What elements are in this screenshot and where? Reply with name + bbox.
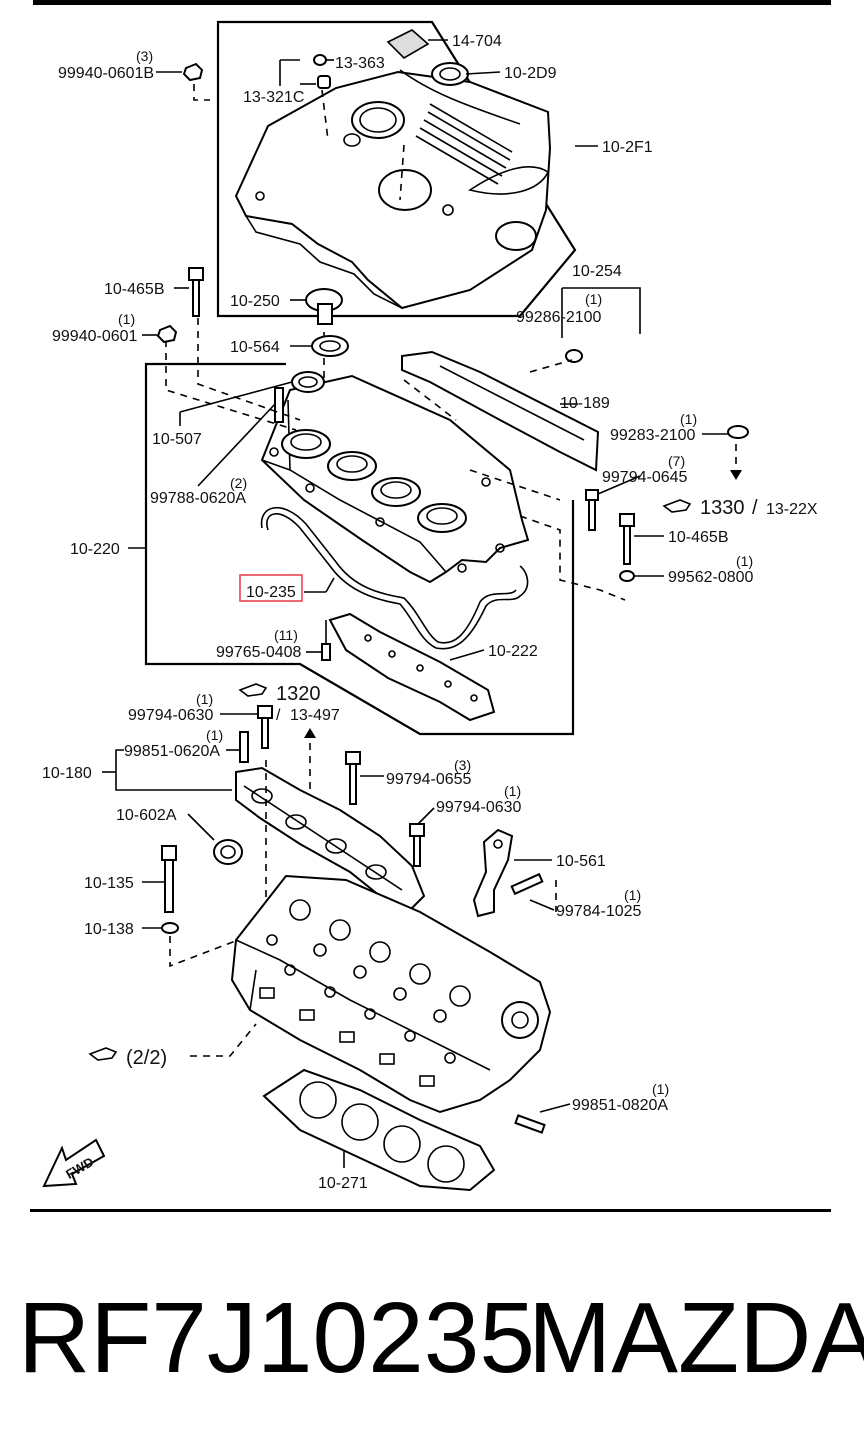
label-10-180: 10-180	[42, 765, 92, 782]
label-99784-1025: 99784-1025	[556, 903, 642, 920]
bottom-rule	[30, 1209, 831, 1212]
label-99794-0655: 99794-0655	[386, 771, 472, 788]
svg-text:/: /	[276, 707, 281, 724]
label-14-704: 14-704	[452, 33, 502, 50]
label-10-271: 10-271	[318, 1175, 368, 1192]
pointing-hand-icon	[88, 1047, 118, 1061]
pointing-hand-icon	[238, 683, 268, 697]
head-gasket: 10-271	[262, 1068, 496, 1192]
qty-99286-2100: (1)	[585, 291, 602, 307]
brand-name: MAZDA	[528, 1282, 864, 1394]
label-99788-0620A: 99788-0620A	[150, 490, 246, 507]
hose-group: 10-254 (1) 99286-2100 10-189 (1) 99283-2…	[401, 263, 818, 586]
label-10-189: 10-189	[560, 395, 610, 412]
ref-1330: 1330	[700, 497, 745, 519]
cylinder-head: (2/2) (1) 99851-0820A	[88, 874, 669, 1134]
qty-99851-0820A: (1)	[652, 1081, 669, 1097]
qty-99784-1025: (1)	[624, 887, 641, 903]
label-10-507: 10-507	[152, 431, 202, 448]
pointing-hand-icon	[662, 499, 692, 513]
part-number: RF7J10235	[18, 1282, 535, 1394]
ref-2-2: (2/2)	[126, 1047, 167, 1069]
label-99940-0601: 99940-0601	[52, 328, 138, 345]
top-rule	[33, 0, 831, 5]
label-10-561: 10-561	[556, 853, 606, 870]
label-99283-2100: 99283-2100	[610, 427, 696, 444]
engine-cover-group	[182, 20, 577, 318]
qty-99940-0601B: (3)	[136, 48, 153, 64]
cover-labels: 14-704 10-2D9 13-363 13-321C (3) 99940-0…	[58, 33, 653, 156]
label-10-465B-upper: 10-465B	[104, 281, 165, 298]
ref-13-497: 13-497	[290, 707, 340, 724]
manifold-group: 1320 / 13-497 (1) 99794-0630 (1) 99851-0…	[42, 683, 642, 968]
label-99562-0800: 99562-0800	[668, 569, 754, 586]
label-10-254: 10-254	[572, 263, 622, 280]
label-10-138: 10-138	[84, 921, 134, 938]
label-10-602A: 10-602A	[116, 807, 177, 824]
label-10-564: 10-564	[230, 339, 280, 356]
label-10-135: 10-135	[84, 875, 134, 892]
ref-13-22X: 13-22X	[766, 501, 818, 518]
fwd-arrow-icon: FWD	[42, 1138, 106, 1188]
qty-99794-0630-b: (1)	[504, 783, 521, 799]
label-99286-2100: 99286-2100	[516, 309, 602, 326]
label-10-222: 10-222	[488, 643, 538, 660]
qty-99794-0645: (7)	[668, 453, 685, 469]
label-99940-0601B: 99940-0601B	[58, 65, 154, 82]
left-fasteners: 10-465B (1) 99940-0601 10-250 10-564 10-…	[52, 267, 538, 661]
label-99794-0630-b: 99794-0630	[436, 799, 522, 816]
label-13-321C: 13-321C	[243, 89, 304, 106]
qty-99765-0408: (11)	[274, 627, 298, 643]
label-10-220: 10-220	[70, 541, 120, 558]
qty-99851-0620A: (1)	[206, 727, 223, 743]
label-99794-0645: 99794-0645	[602, 469, 688, 486]
qty-99788-0620A: (2)	[230, 475, 247, 491]
qty-99794-0630-a: (1)	[196, 691, 213, 707]
qty-99283-2100: (1)	[680, 411, 697, 427]
label-99851-0820A: 99851-0820A	[572, 1097, 668, 1114]
ref-1320: 1320	[276, 683, 321, 705]
label-10-2D9: 10-2D9	[504, 65, 557, 82]
qty-99562-0800: (1)	[736, 553, 753, 569]
qty-99940-0601: (1)	[118, 311, 135, 327]
label-99765-0408: 99765-0408	[216, 644, 302, 661]
label-13-363: 13-363	[335, 55, 385, 72]
qty-99794-0655: (3)	[454, 757, 471, 773]
label-10-465B-lower: 10-465B	[668, 529, 729, 546]
highlight-box-10-235	[239, 574, 303, 602]
label-99851-0620A: 99851-0620A	[124, 743, 220, 760]
label-10-2F1: 10-2F1	[602, 139, 653, 156]
label-99794-0630-a: 99794-0630	[128, 707, 214, 724]
head-cover-group: 10-220	[70, 318, 626, 736]
label-10-250: 10-250	[230, 293, 280, 310]
label-10-235: 10-235	[246, 584, 296, 601]
svg-text:/: /	[752, 497, 758, 519]
